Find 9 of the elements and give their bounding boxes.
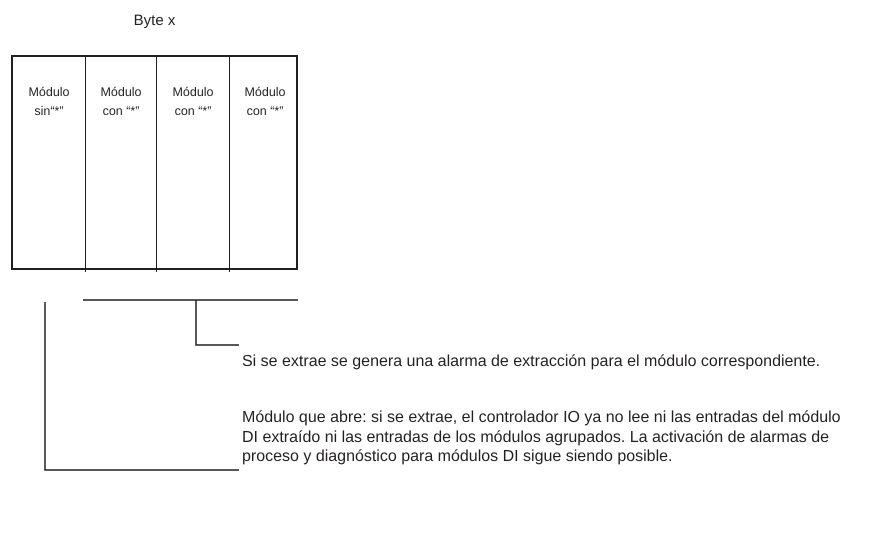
leader-line [195,300,239,346]
module-label: Módulo con “*” [100,84,142,120]
module-label: Módulo con “*” [172,84,214,120]
module-label: Módulo con “*” [244,84,286,120]
module-label: Módulo sin“*” [28,84,70,120]
note-text: Si se extrae se genera una alarma de extracción para el módulo correspondiente. [242,352,822,372]
leader-line [44,302,239,471]
byte-heading: Byte x [132,12,176,29]
note-text: Módulo que abre: si se extrae, el controlador IO ya no lee ni las entradas del módulo DI extraído ni las entradas de los módulos agrupados. La activación de alarmas de proceso y diagnóstico para módulos DI sigue siendo posible. [242,408,842,466]
